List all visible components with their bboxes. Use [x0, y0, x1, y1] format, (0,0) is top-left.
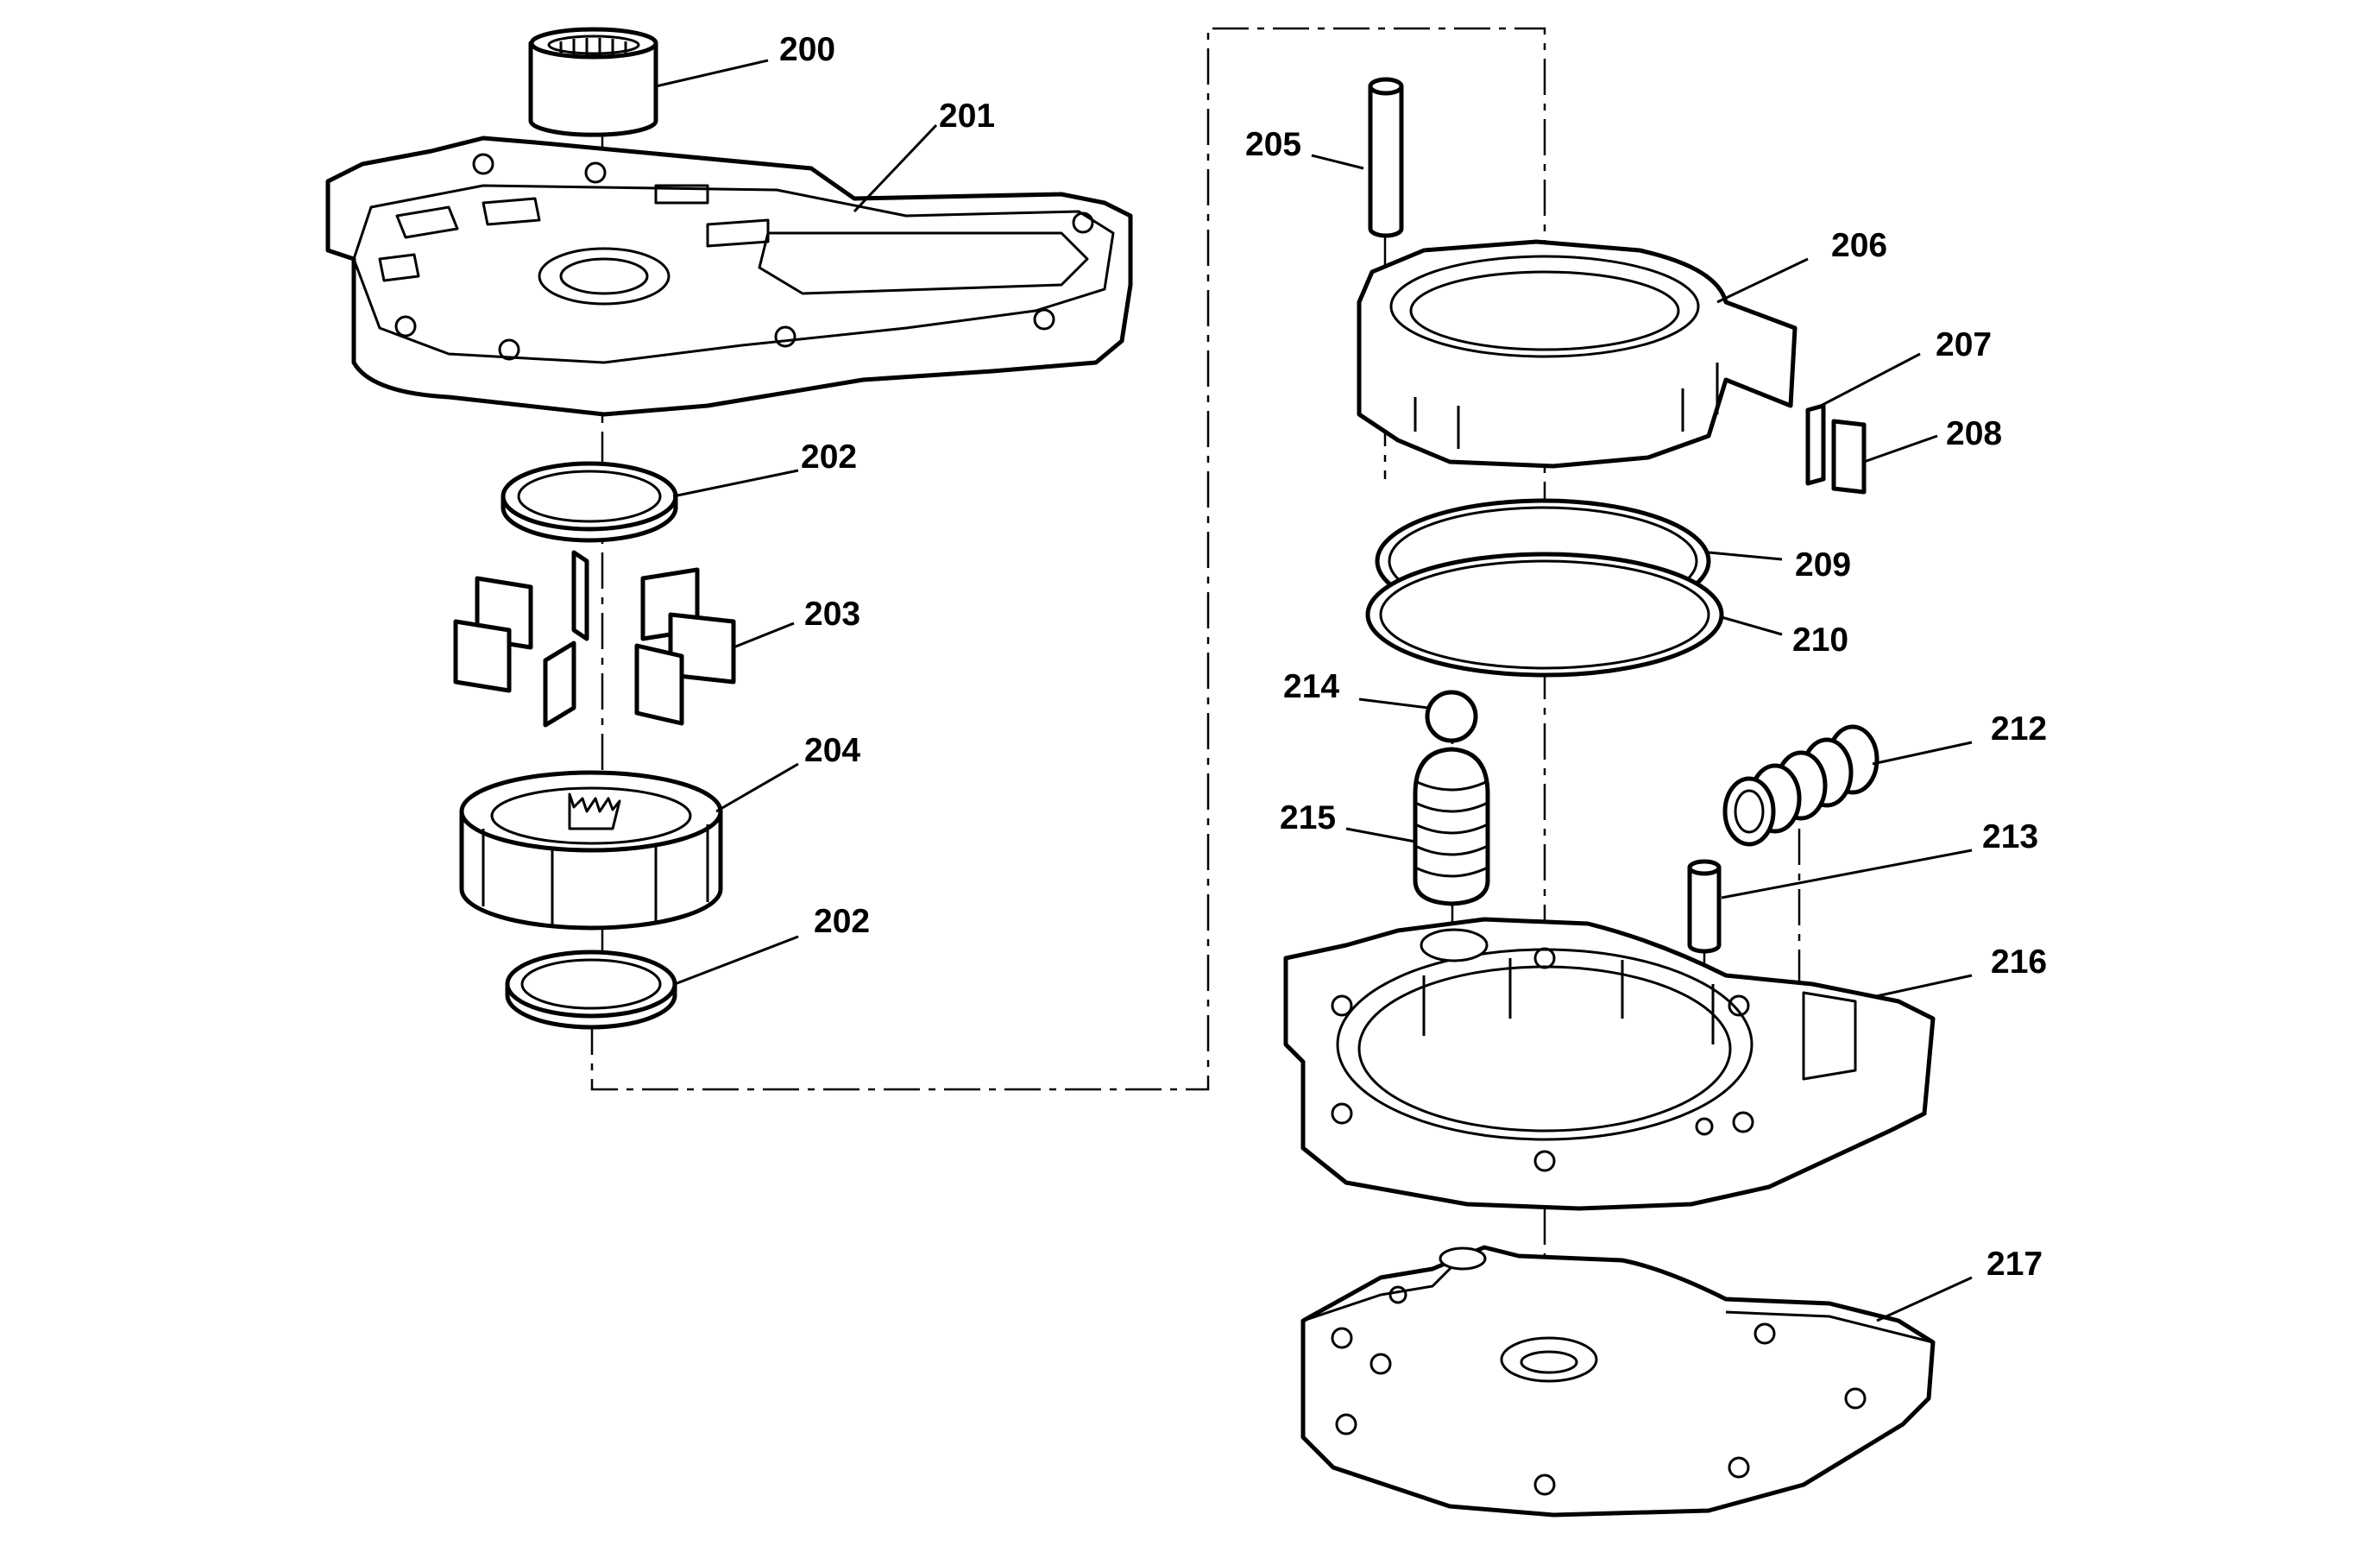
callout-208: 208: [1946, 415, 2002, 452]
bushing-200: [528, 27, 658, 137]
callout-214: 214: [1283, 668, 1339, 705]
seal-208: [1831, 419, 1867, 495]
callout-200: 200: [779, 31, 835, 68]
callout-213: 213: [1982, 818, 2038, 855]
callout-215: 215: [1280, 799, 1336, 836]
seal-207: [1805, 403, 1826, 486]
callout-201: 201: [939, 98, 995, 135]
callout-204: 204: [804, 732, 860, 769]
callout-216: 216: [1991, 943, 2047, 981]
vanes-203: [453, 550, 736, 728]
spring-215: [1413, 747, 1490, 906]
callout-217: 217: [1986, 1246, 2043, 1283]
callout-206: 206: [1831, 227, 1887, 264]
pin-213: [1687, 859, 1722, 954]
seal-202-lower: [505, 950, 677, 1030]
callout-numbers: 200 201 202 203 204 202 205 206 207 208 …: [779, 31, 2047, 1283]
callout-202-lower: 202: [814, 903, 870, 940]
spring-212: [1722, 724, 1879, 847]
rotor-204: [459, 770, 723, 931]
callout-212: 212: [1991, 710, 2047, 748]
callout-209: 209: [1795, 546, 1851, 584]
callout-205: 205: [1245, 126, 1301, 163]
callout-210: 210: [1792, 622, 1848, 659]
pump-cover-201: [325, 136, 1133, 417]
o-ring-210: [1365, 552, 1724, 678]
slide-206: [1357, 239, 1798, 469]
callout-leader-lines: [655, 59, 1973, 1322]
plate-217: [1300, 1245, 1936, 1518]
pin-205: [1368, 77, 1404, 238]
callout-203: 203: [804, 596, 860, 633]
seal-202-upper: [501, 461, 678, 543]
ball-214: [1425, 690, 1478, 743]
callout-202-upper: 202: [801, 439, 857, 476]
pump-body-216: [1283, 917, 1936, 1211]
callout-207: 207: [1936, 326, 1992, 363]
